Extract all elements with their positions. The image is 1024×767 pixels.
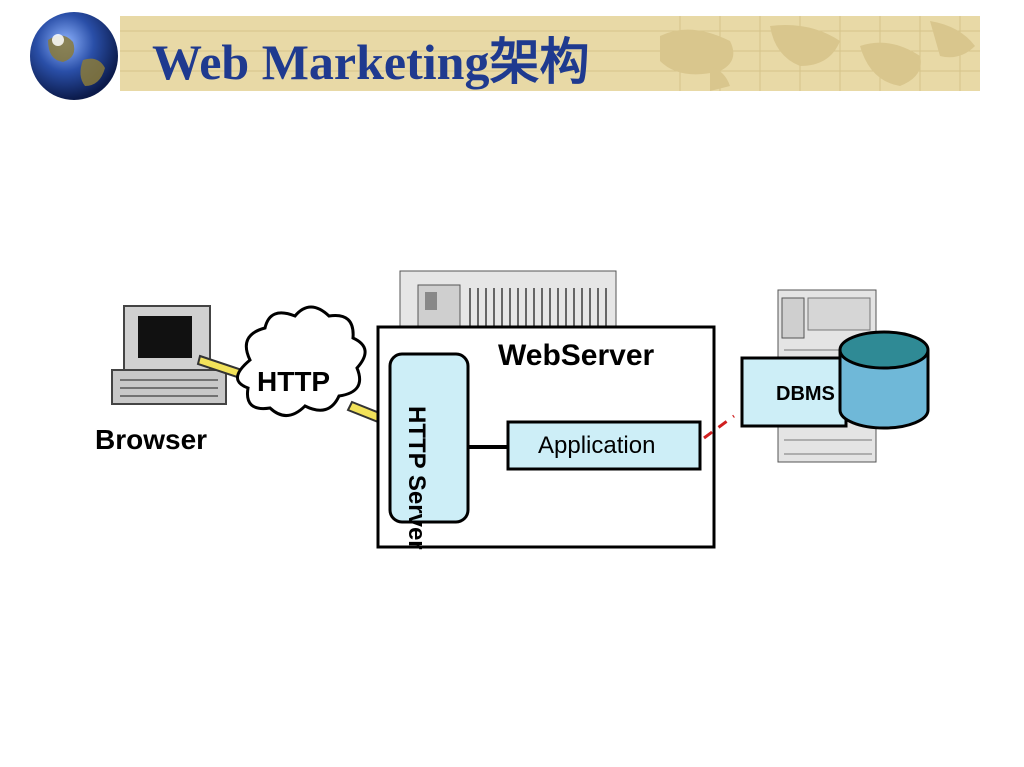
database-icon <box>838 330 930 430</box>
http-server-box <box>388 352 470 524</box>
title-banner <box>120 16 980 91</box>
world-map-background <box>120 16 980 91</box>
slide-title: Web Marketing架构 <box>152 34 590 90</box>
dbms-label: DBMS <box>776 383 835 405</box>
http-server-label: HTTP Server <box>403 406 430 550</box>
globe-icon <box>30 12 118 100</box>
http-cloud-label: HTTP <box>257 366 331 397</box>
cloud-icon <box>236 305 367 417</box>
browser-label: Browser <box>95 424 208 455</box>
webserver-label: WebServer <box>498 339 655 372</box>
application-box <box>506 420 702 471</box>
application-label: Application <box>538 432 656 459</box>
computer-icon <box>111 305 227 405</box>
